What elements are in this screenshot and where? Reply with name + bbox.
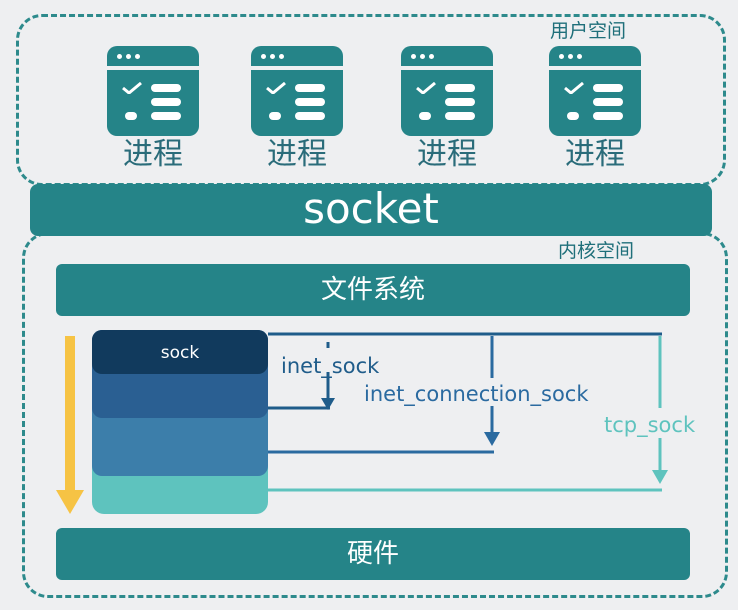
file-system-bar: 文件系统	[56, 264, 690, 316]
process-label: 进程	[565, 137, 625, 172]
app-window-checklist-icon	[401, 46, 493, 136]
app-window-checklist-icon	[549, 46, 641, 136]
app-window-checklist-icon	[251, 46, 343, 136]
socket-bar: socket	[30, 184, 712, 236]
process-label: 进程	[123, 137, 183, 172]
inet-sock-label: inet_sock	[281, 354, 380, 378]
process-label: 进程	[267, 137, 327, 172]
app-window-checklist-icon	[107, 46, 199, 136]
down-arrow-icon	[56, 336, 84, 514]
tcp-sock-label: tcp_sock	[604, 413, 696, 437]
process-3: 进程	[400, 46, 494, 172]
sock-layer: sock	[92, 330, 268, 374]
process-4: 进程	[548, 46, 642, 172]
inet-connection-sock-label: inet_connection_sock	[364, 382, 589, 406]
process-label: 进程	[417, 137, 477, 172]
hardware-bar: 硬件	[56, 528, 690, 580]
process-2: 进程	[250, 46, 344, 172]
kernel-space-label: 内核空间	[556, 240, 637, 262]
user-space-label: 用户空间	[548, 20, 629, 42]
process-1: 进程	[106, 46, 200, 172]
